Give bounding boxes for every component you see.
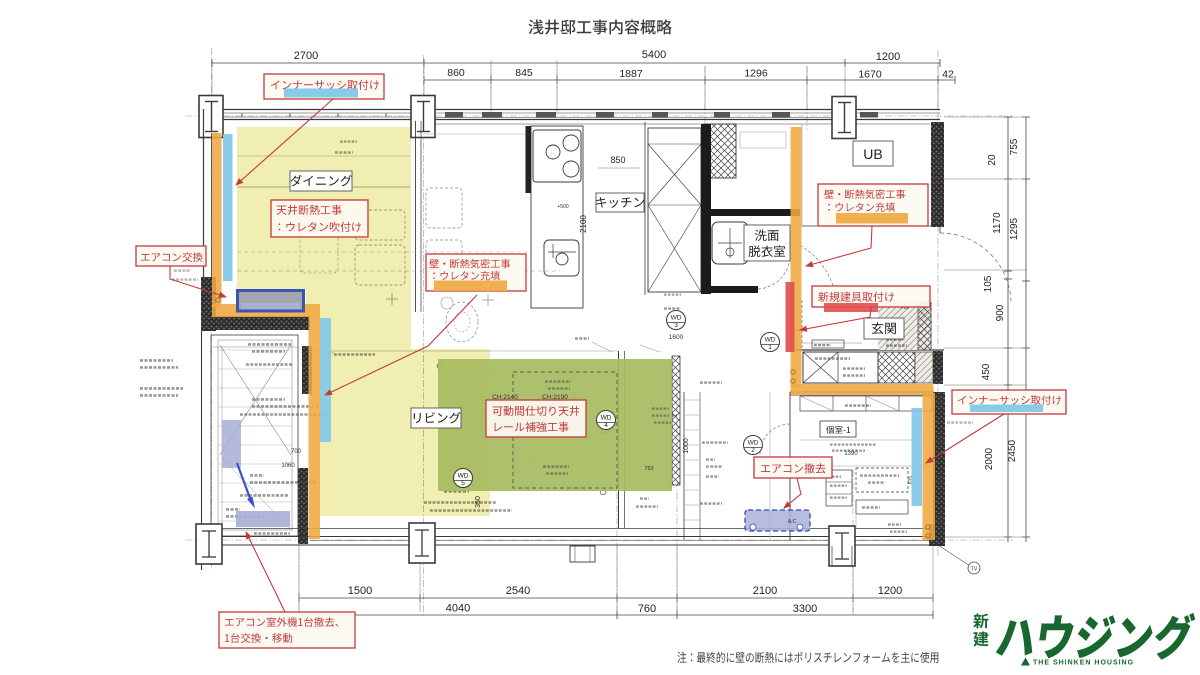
svg-text:450: 450 [981,363,992,380]
svg-text:1000: 1000 [683,438,690,454]
svg-text:1060: 1060 [281,463,295,469]
svg-text:1500: 1500 [348,585,372,597]
svg-text:WD: WD [458,473,469,480]
svg-text:WD: WD [671,315,682,322]
svg-text:CH:2190: CH:2190 [542,394,568,401]
svg-text:UB: UB [863,146,882,162]
svg-text:A.C: A.C [788,519,797,525]
svg-text:1296: 1296 [744,68,768,80]
svg-text:TV: TV [971,567,978,573]
svg-text:1390: 1390 [844,451,858,457]
svg-text:755: 755 [1009,138,1020,155]
svg-text:4040: 4040 [446,603,470,615]
svg-text:4: 4 [604,422,608,429]
svg-text:3: 3 [674,322,678,329]
svg-text:700: 700 [901,305,910,311]
svg-text:700: 700 [291,449,302,455]
svg-text:3300: 3300 [793,603,817,615]
svg-text:615: 615 [908,476,914,485]
svg-text:1200: 1200 [876,51,900,63]
svg-text:1670: 1670 [858,69,882,81]
svg-text:+500: +500 [557,204,568,210]
svg-text:105: 105 [983,275,994,292]
svg-text:845: 845 [515,67,533,79]
svg-text:1295: 1295 [1009,217,1020,240]
svg-text:2700: 2700 [294,50,318,62]
svg-text:CH:2140: CH:2140 [492,394,518,401]
svg-text:1: 1 [768,344,772,351]
svg-text:850: 850 [610,155,625,165]
svg-text:860: 860 [447,67,465,79]
svg-text:2450: 2450 [1007,439,1018,462]
svg-text:20: 20 [987,154,998,166]
svg-text:WD: WD [765,337,776,344]
svg-text:753: 753 [644,466,653,472]
svg-text:1887: 1887 [619,68,643,80]
svg-text:760: 760 [638,603,656,615]
svg-text:900: 900 [995,304,1006,321]
svg-text:2100: 2100 [753,585,777,597]
svg-text:WD: WD [748,440,759,447]
svg-text:1200: 1200 [878,585,902,597]
svg-text:5: 5 [461,480,465,487]
svg-text:5400: 5400 [642,49,666,61]
svg-text:2000: 2000 [984,447,995,470]
svg-text:1170: 1170 [992,212,1003,234]
svg-text:1600: 1600 [669,334,684,341]
svg-text:2540: 2540 [506,585,530,597]
svg-text:THE SHINKEN HOUSING: THE SHINKEN HOUSING [1033,660,1134,667]
svg-text:2100: 2100 [579,215,588,233]
svg-text:WD: WD [601,415,612,422]
svg-text:42: 42 [942,69,954,81]
svg-text:2: 2 [751,447,755,454]
